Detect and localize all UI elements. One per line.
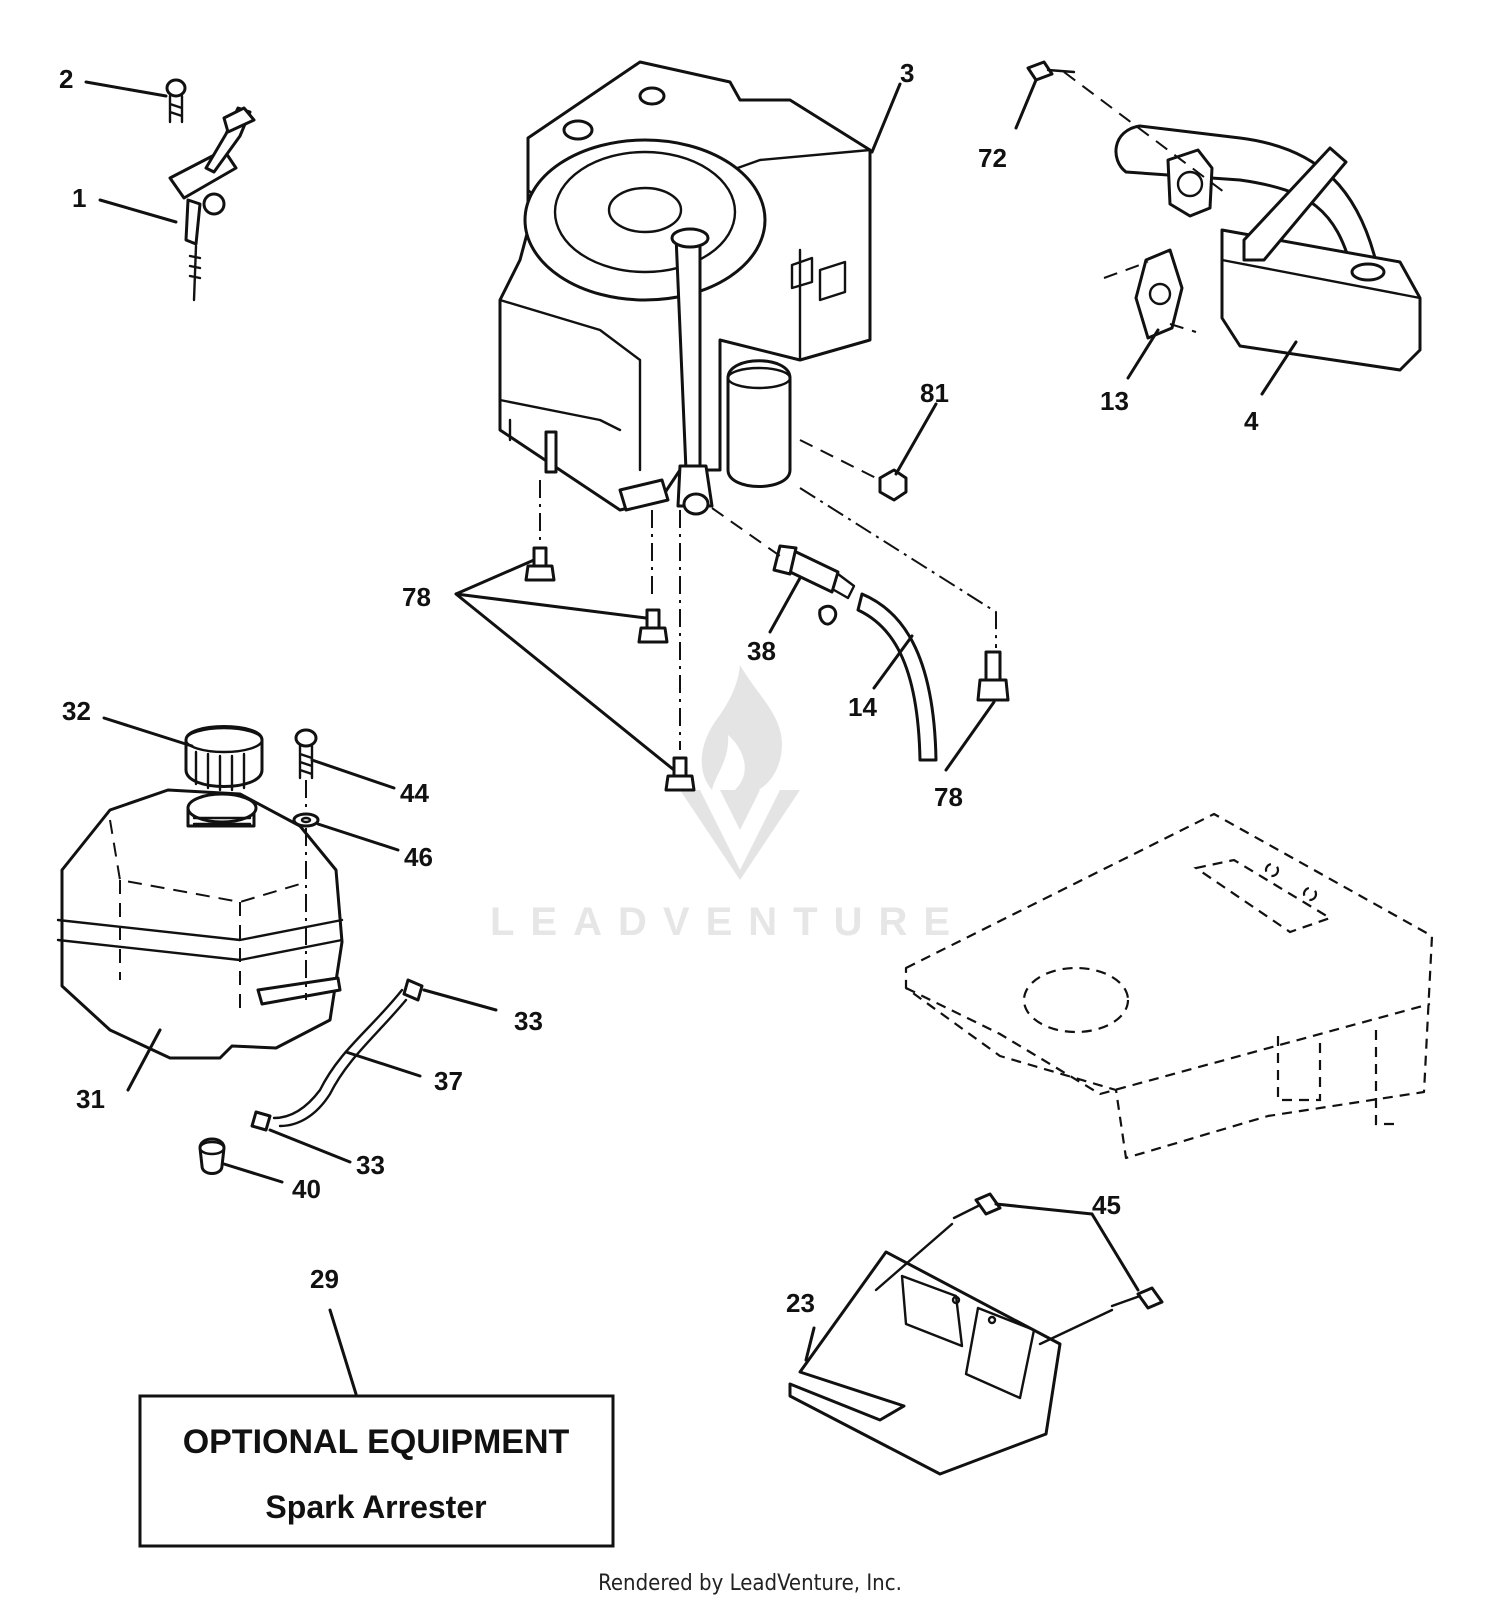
part-nut	[799, 439, 908, 502]
part-fuel-hose	[856, 592, 938, 762]
part-cover-plate	[788, 1192, 1164, 1476]
callout-72: 72	[978, 143, 1007, 173]
callout-3: 3	[900, 58, 914, 88]
watermark-text: LEADVENTURE	[490, 900, 966, 944]
callout-29: 29	[310, 1264, 339, 1294]
callout-78-top: 78	[402, 582, 431, 612]
part-tank-screw	[292, 728, 320, 1000]
optional-equipment-box: OPTIONAL EQUIPMENT Spark Arrester	[138, 1394, 615, 1548]
part-muffler-assembly	[1026, 60, 1422, 372]
footer-credit: Rendered by LeadVenture, Inc.	[598, 1571, 902, 1596]
callout-1: 1	[72, 183, 86, 213]
callout-33-bottom: 33	[356, 1150, 385, 1180]
callout-numbers: 2 1 3 72 13 4 81 78 38 14 78 32 44 46 31…	[59, 58, 1259, 1318]
part-fuel-cap	[184, 725, 264, 792]
callout-45: 45	[1092, 1190, 1121, 1220]
part-frame-reference	[904, 812, 1434, 1160]
part-throttle-control	[165, 78, 256, 302]
callout-40: 40	[292, 1174, 321, 1204]
callout-14: 14	[848, 692, 877, 722]
callout-78-right: 78	[934, 782, 963, 812]
callout-13: 13	[1100, 386, 1129, 416]
callout-23: 23	[786, 1288, 815, 1318]
part-fuel-tank	[56, 788, 344, 1060]
callout-32: 32	[62, 696, 91, 726]
callout-81: 81	[920, 378, 949, 408]
callout-38: 38	[747, 636, 776, 666]
part-fuel-filter	[711, 507, 856, 626]
callout-46: 46	[404, 842, 433, 872]
part-engine	[498, 60, 872, 516]
optional-box-subtitle: Spark Arrester	[265, 1489, 486, 1525]
callout-4: 4	[1244, 406, 1259, 436]
callout-37: 37	[434, 1066, 463, 1096]
watermark-logo	[680, 665, 800, 880]
callout-33-top: 33	[514, 1006, 543, 1036]
optional-box-title: OPTIONAL EQUIPMENT	[183, 1423, 570, 1461]
callout-2: 2	[59, 64, 73, 94]
callout-31: 31	[76, 1084, 105, 1114]
leader-lines	[84, 78, 1298, 1396]
part-fuel-line	[198, 978, 424, 1175]
callout-44: 44	[400, 778, 429, 808]
